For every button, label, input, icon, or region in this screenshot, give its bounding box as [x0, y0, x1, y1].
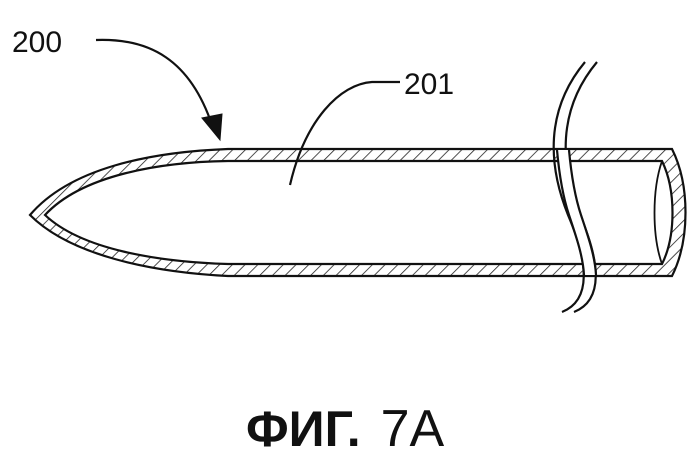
leader-line-201	[290, 82, 400, 185]
figure-caption: ФИГ. 7A	[246, 400, 445, 458]
tube-end-inner	[655, 161, 663, 264]
label-201: 201	[404, 68, 454, 101]
break-gap	[557, 150, 596, 275]
caption-prefix: ФИГ.	[246, 401, 361, 457]
leader-line-200	[96, 40, 212, 125]
label-200: 200	[12, 26, 62, 59]
caption-number: 7A	[381, 400, 445, 458]
arrowhead-200	[202, 114, 222, 140]
